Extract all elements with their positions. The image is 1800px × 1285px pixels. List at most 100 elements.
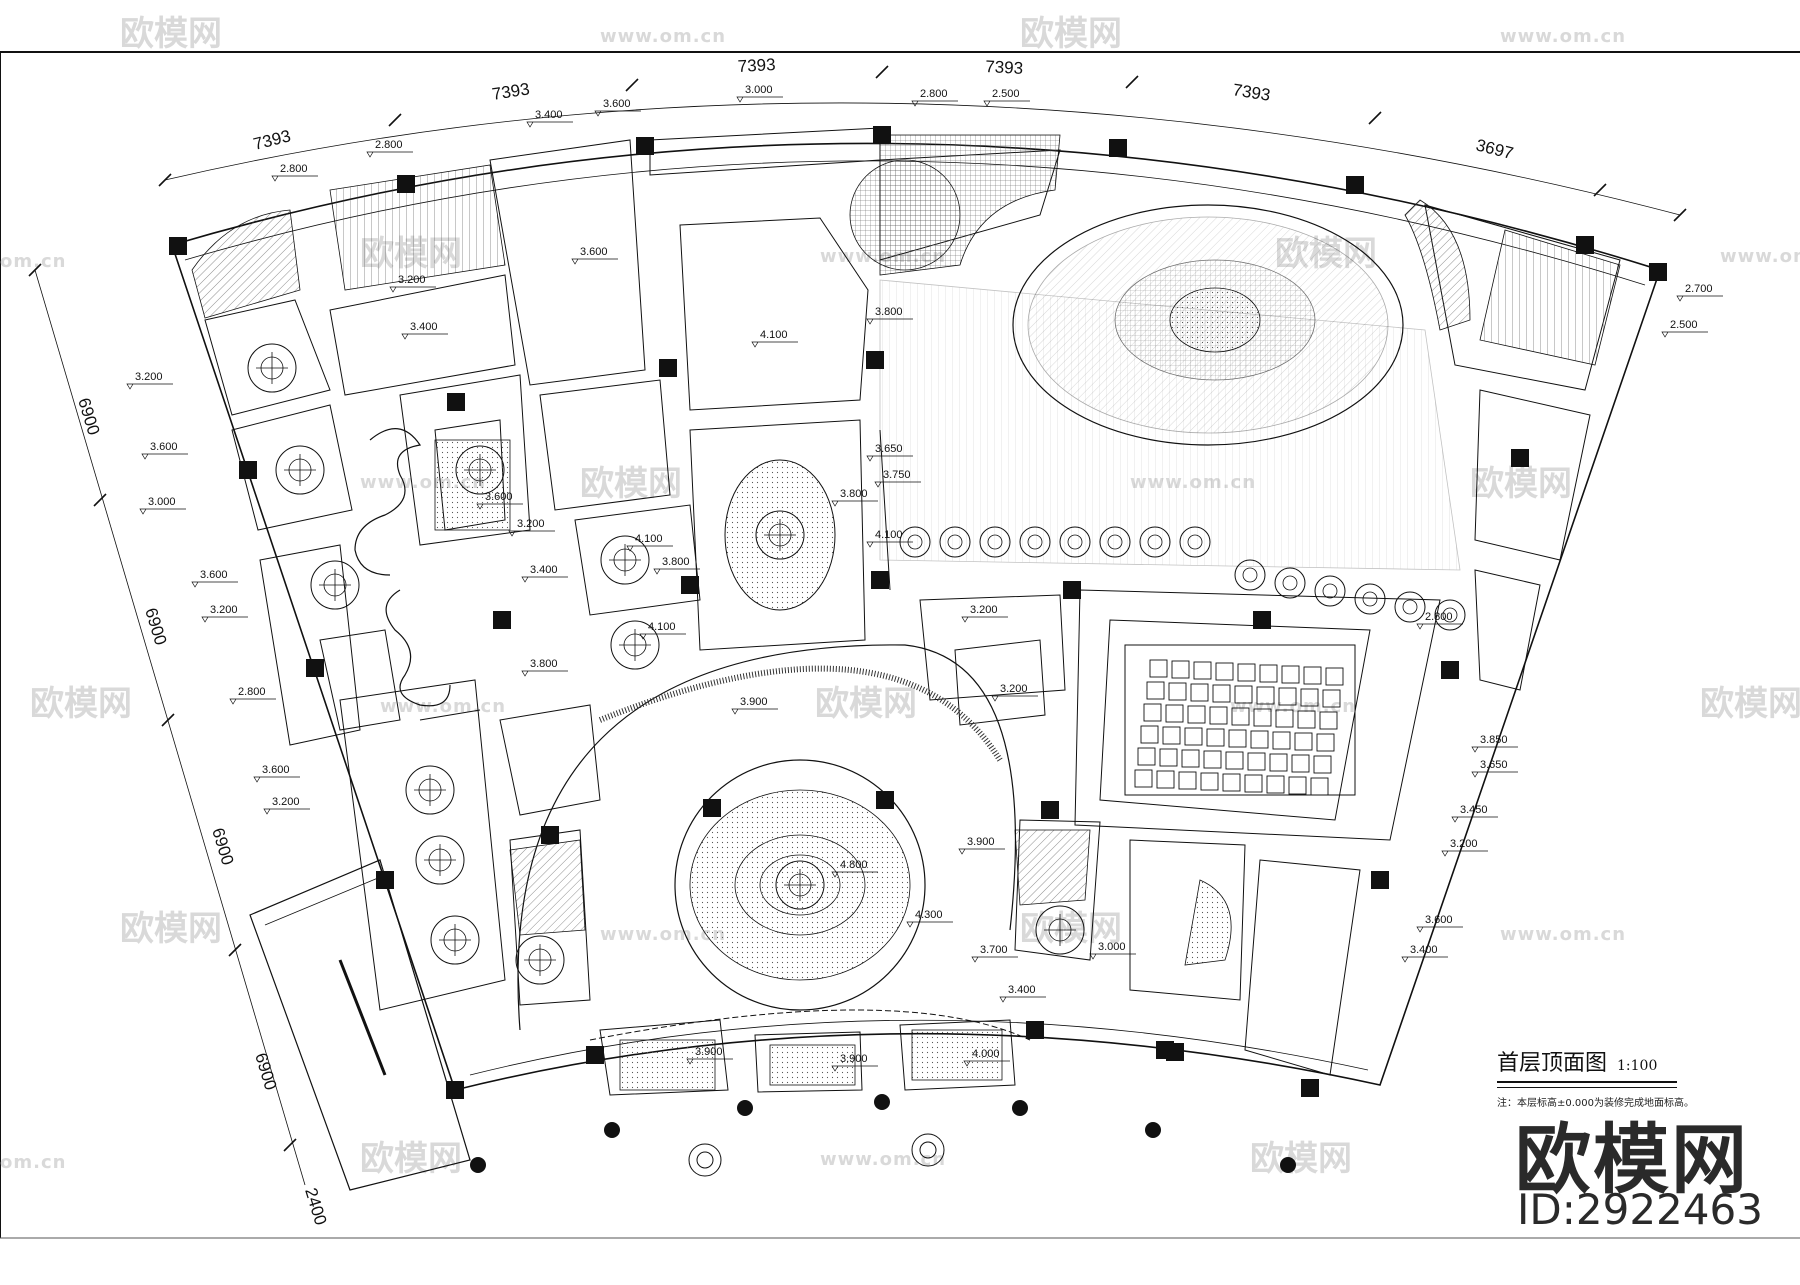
column	[1026, 1021, 1044, 1039]
elevation-tag: 3.200	[1441, 838, 1488, 857]
elevation-tag: 3.200	[263, 796, 310, 815]
coffer-tile	[1266, 775, 1285, 794]
elevation-tag: 3.600	[571, 246, 618, 265]
dimension-label: 3697	[1474, 135, 1515, 163]
watermark-brand: 欧模网	[1250, 1139, 1352, 1179]
rosette	[430, 915, 480, 965]
rosette-cross	[764, 519, 796, 551]
watermark-url-short: om.cn	[0, 251, 66, 272]
column	[871, 571, 889, 589]
coffer-tile	[1303, 666, 1322, 685]
coffer-tile	[1193, 661, 1212, 680]
elevation-tag: 3.600	[476, 491, 523, 510]
elevation-tag: 2.800	[911, 88, 958, 107]
rosette-cross	[609, 544, 641, 576]
coffer-tile	[1297, 710, 1316, 729]
column	[239, 461, 257, 479]
column	[446, 1081, 464, 1099]
elevation-tag: 3.200	[389, 274, 436, 293]
elevation-value: 3.900	[740, 696, 768, 708]
watermark-brand: 欧模网	[360, 1139, 462, 1179]
coffer-tile	[1231, 707, 1250, 726]
elevation-tag: 3.400	[521, 564, 568, 583]
column	[659, 359, 677, 377]
elevation-value: 3.600	[580, 246, 608, 258]
entrance-posts	[470, 1094, 1296, 1173]
coffer-tile	[1316, 733, 1335, 752]
elevation-marker	[141, 453, 188, 460]
elevation-marker	[1676, 295, 1723, 302]
elevation-value: 3.700	[980, 944, 1008, 956]
elevation-value: 3.750	[883, 469, 911, 481]
dimension-tick	[1673, 208, 1687, 222]
column	[1511, 449, 1529, 467]
title-underline	[1497, 1081, 1677, 1088]
elevation-value: 3.900	[695, 1046, 723, 1058]
dimension-label: 7393	[985, 57, 1024, 78]
downlight	[1059, 526, 1091, 558]
elevation-marker	[521, 576, 568, 583]
elevation-marker	[571, 258, 618, 265]
coffer-tile	[1162, 726, 1181, 745]
elevation-marker	[751, 341, 798, 348]
elevation-marker	[1451, 816, 1498, 823]
column	[636, 137, 654, 155]
dimension-label: 6900	[141, 606, 170, 648]
coffer-tile	[1310, 777, 1329, 796]
coffer-tile	[1190, 683, 1209, 702]
column	[681, 576, 699, 594]
coffer-tile	[1203, 750, 1222, 769]
elevation-tag: 3.800	[653, 556, 700, 575]
downlight-inner	[1027, 534, 1043, 550]
elevation-marker	[866, 318, 913, 325]
dimension-lines	[34, 102, 1681, 1186]
downlight-inner	[1442, 607, 1458, 623]
elevation-tag: 4.000	[963, 1048, 1010, 1067]
column	[866, 351, 884, 369]
elevation-tag: 2.800	[271, 163, 318, 182]
elevation-tag: 3.600	[594, 98, 641, 117]
elevation-value: 3.400	[1008, 984, 1036, 996]
elevation-tag: 4.100	[639, 621, 686, 640]
coffer-tile	[1212, 684, 1231, 703]
elevation-value: 2.800	[375, 139, 403, 151]
elevation-tag: 4.100	[866, 529, 913, 548]
asset-id: ID:2922463	[1517, 1185, 1763, 1234]
column	[1253, 611, 1271, 629]
column	[703, 799, 721, 817]
watermark-url-short: om.cn	[0, 1152, 66, 1173]
coffer-tile	[1159, 748, 1178, 767]
downlight	[1019, 526, 1051, 558]
elevation-tag: 4.100	[626, 533, 673, 552]
coffer-tile	[1253, 708, 1272, 727]
elevation-marker	[139, 508, 186, 515]
decorative-scroll	[354, 428, 451, 707]
elevation-value: 3.900	[840, 1053, 868, 1065]
elevation-value: 2.800	[280, 163, 308, 175]
coffer-tile	[1291, 754, 1310, 773]
rosette-cross	[1044, 914, 1076, 946]
watermark-brand: 欧模网	[120, 14, 222, 54]
coffer-tile	[1275, 709, 1294, 728]
coffer-tile	[1137, 747, 1156, 766]
elevation-tag: 3.000	[139, 496, 186, 515]
coffer-tile	[1259, 664, 1278, 683]
elevation-marker	[731, 708, 778, 715]
elevation-tag: 2.700	[1676, 283, 1723, 302]
elevation-value: 3.600	[485, 491, 513, 503]
dimension-tick	[228, 943, 242, 957]
elevation-tag: 3.400	[999, 984, 1046, 1003]
elevation-value: 3.400	[410, 321, 438, 333]
elevation-marker	[271, 175, 318, 182]
coffer-tile	[1156, 770, 1175, 789]
elevation-tag: 3.800	[831, 488, 878, 507]
elevation-value: 3.600	[200, 569, 228, 581]
downlight	[1179, 526, 1211, 558]
column	[306, 659, 324, 677]
downlight	[1394, 591, 1426, 623]
coffer-tile	[1200, 772, 1219, 791]
brand-logo: 欧模网	[1515, 1115, 1749, 1204]
rosette-cross	[256, 352, 288, 384]
